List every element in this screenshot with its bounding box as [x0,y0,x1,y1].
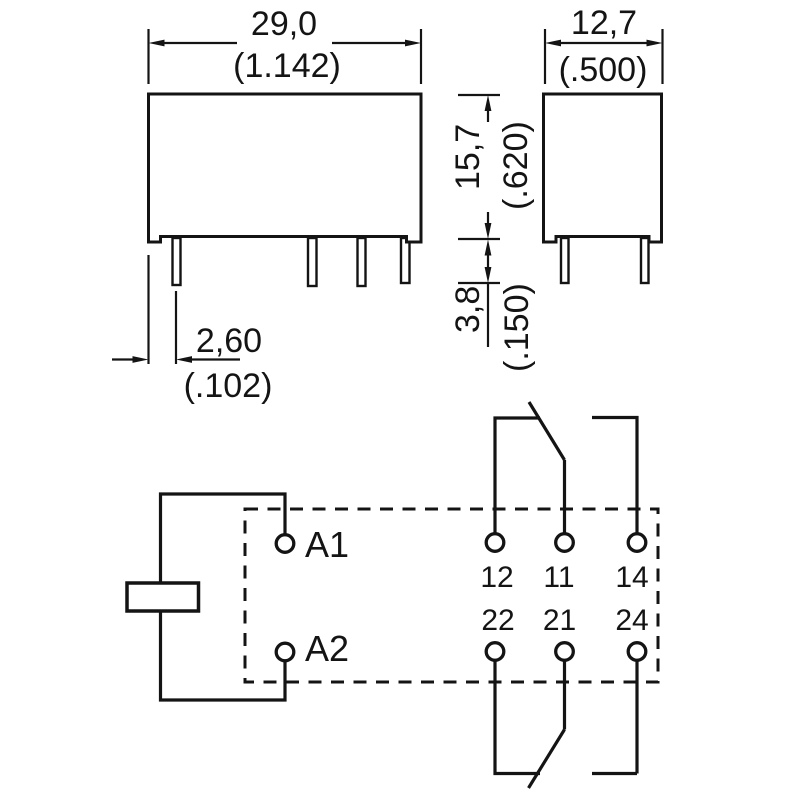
arrowhead-down-icon [484,267,492,283]
terminal-a2-label: A2 [305,628,349,669]
pin-offset-mm: 2,60 [196,322,262,360]
terminal-14-label: 14 [615,561,648,594]
terminal-11-node [554,532,575,553]
coil-symbol [125,581,201,613]
relay-dashed-outline [243,507,660,684]
contact-blade-top [527,401,566,461]
front-pin-2 [306,236,318,288]
front-body [147,92,423,244]
arrowhead-right-icon [132,356,149,363]
pin-length-mm: 3,8 [449,286,487,333]
terminal-21-node [554,641,575,662]
front-width-mm: 29,0 [251,5,317,43]
terminal-a2-node [274,641,296,663]
pin-length-inch: (.150) [498,283,536,372]
arrowhead-up-icon [484,95,492,111]
wiring-schematic: A1 A2 12 11 14 22 21 24 [125,401,660,789]
terminal-12-node [484,532,506,553]
contact-blade-bottom [527,728,566,789]
side-pin-1 [559,236,570,285]
pin-offset-inch: (.102) [184,367,273,405]
terminal-24-label: 24 [615,604,648,637]
terminal-a1-label: A1 [305,524,349,565]
contact-14-wire [592,415,639,534]
terminal-12-label: 12 [480,561,513,594]
front-pin-1 [171,236,182,287]
coil-wire-bottom [158,611,287,702]
front-pin-3 [356,236,367,288]
arrowhead-left-icon [545,39,561,47]
terminal-22-node [484,641,506,662]
arrowhead-down-icon [484,223,492,239]
arrowhead-right-icon [646,39,663,47]
arrowhead-right-icon [405,39,421,47]
coil-wire-top [158,492,287,583]
terminal-22-label: 22 [481,604,514,637]
terminal-14-node [626,532,648,553]
terminal-21-label: 21 [543,604,576,637]
contact-22-wire [493,660,540,776]
contact-12-wire [493,416,540,534]
arrowhead-left-icon [148,39,165,47]
front-width-inch: (1.142) [233,47,341,85]
terminal-24-node [626,641,648,662]
side-width-inch: (.500) [559,51,648,89]
body-height-inch: (.620) [497,121,535,210]
front-view: 29,0 (1.142) 2,60 (.102) [112,5,423,405]
side-body [542,92,663,244]
front-pin-4 [399,236,411,285]
arrowhead-up-icon [484,239,492,256]
terminal-11-label: 11 [543,561,574,594]
side-view: 12,7 (.500) 15,7 (.620) 3,8 (.150) [449,4,664,372]
body-height-mm: 15,7 [449,124,487,190]
side-pin-2 [639,236,650,285]
side-width-mm: 12,7 [571,4,637,42]
terminal-a1-node [274,533,296,554]
arrowhead-left-icon [176,356,192,363]
